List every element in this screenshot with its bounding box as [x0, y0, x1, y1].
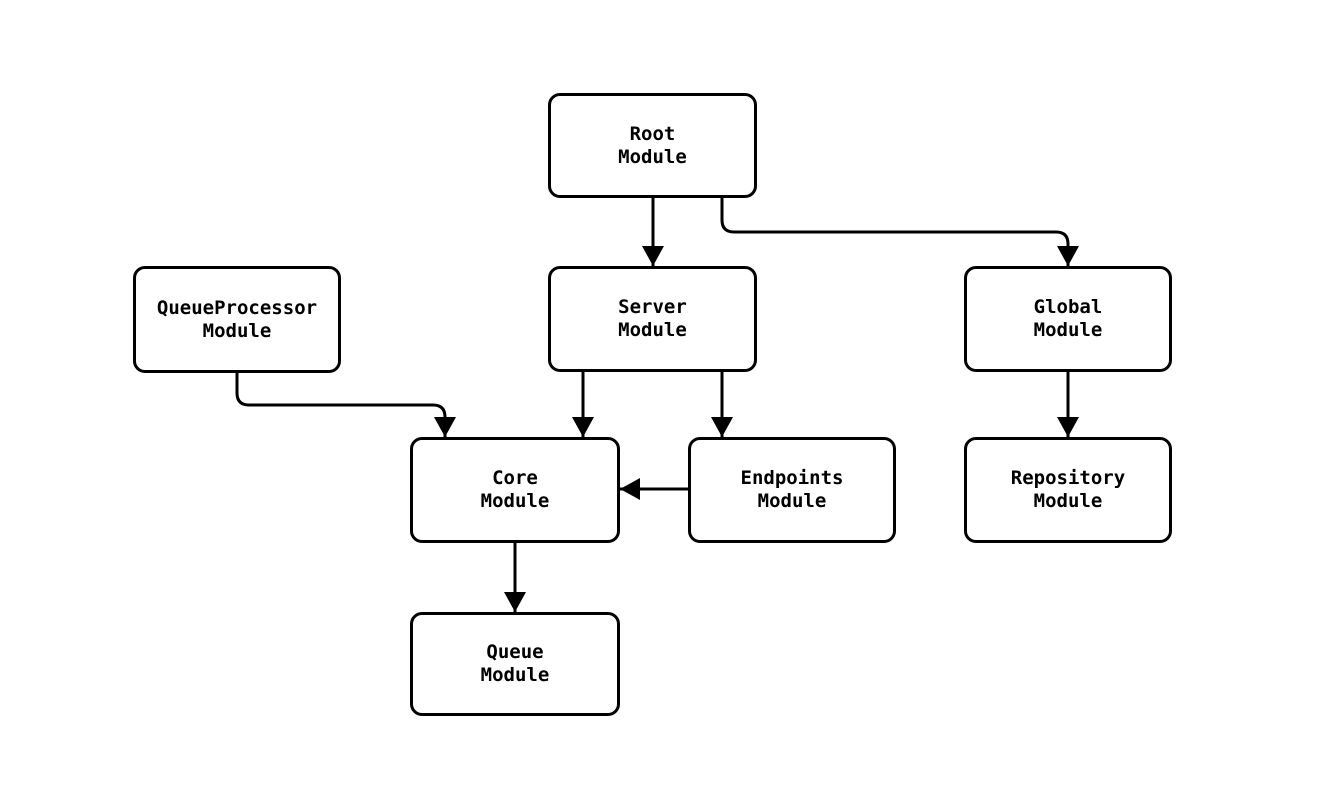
node-queue-module: Queue Module — [410, 612, 620, 716]
node-label-line: Repository — [1010, 467, 1126, 489]
node-core-module: Core Module — [410, 437, 620, 543]
edge-queueprocessor-to-core — [235, 373, 456, 437]
node-label-line: Queue — [486, 641, 544, 663]
node-label-line: Module — [1033, 319, 1103, 341]
node-repository-module: Repository Module — [964, 437, 1172, 543]
node-label-line: Module — [618, 319, 687, 341]
node-label-line: Server — [618, 296, 687, 318]
node-root-module: Root Module — [548, 93, 757, 198]
edge-root-to-global — [720, 198, 1079, 266]
node-label-line: Root — [629, 122, 676, 145]
node-label-line: Module — [480, 490, 550, 512]
node-label-line: Endpoints — [740, 467, 844, 489]
node-label-line: Module — [480, 664, 550, 686]
node-label-line: Module — [1033, 490, 1103, 512]
node-global-module: Global Module — [964, 266, 1172, 372]
node-label-line: Module — [202, 319, 272, 342]
node-server-module: Server Module — [548, 266, 757, 372]
node-endpoints-module: Endpoints Module — [688, 437, 896, 543]
node-label-line: QueueProcessor — [156, 296, 318, 319]
node-label-line: Module — [618, 145, 687, 168]
node-label-line: Module — [757, 490, 827, 512]
node-queueprocessor-module: QueueProcessor Module — [133, 266, 341, 373]
node-label-line: Global — [1033, 296, 1103, 318]
node-label-line: Core — [492, 467, 538, 489]
